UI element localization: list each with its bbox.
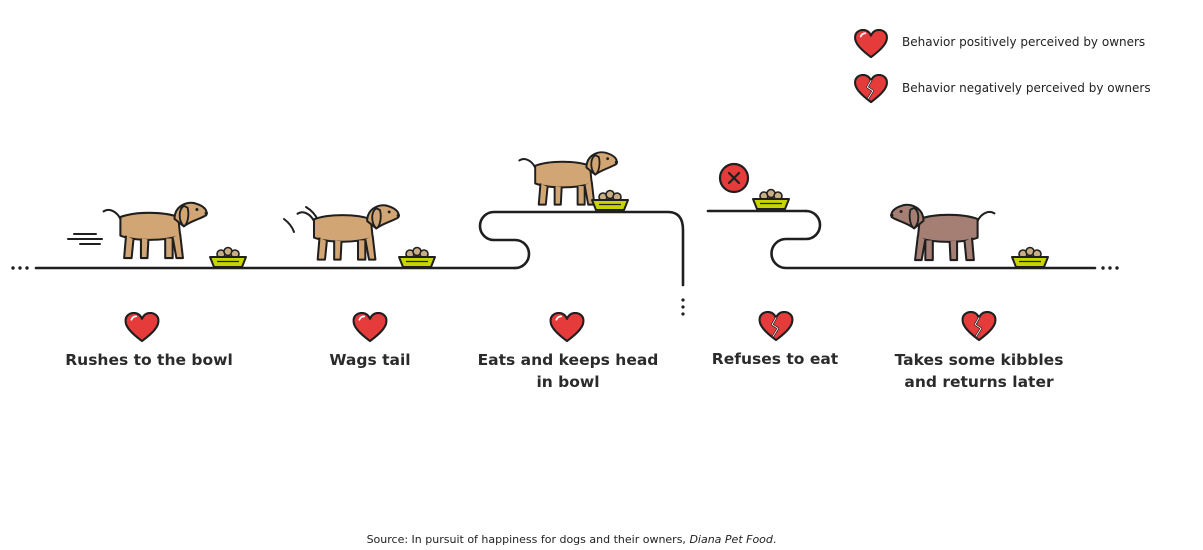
refuse-x-icon <box>718 162 750 194</box>
heart-icon <box>124 312 160 343</box>
legend-broken-heart-icon <box>853 74 889 104</box>
food-bowl-icon-1 <box>209 246 247 268</box>
broken-heart-icon <box>961 311 997 342</box>
source-note: Source: In pursuit of happiness for dogs… <box>0 533 1143 546</box>
speed-lines-icon <box>67 233 103 245</box>
source-publisher: Diana Pet Food <box>689 533 773 546</box>
behavior-label-wags: Wags tail <box>329 351 411 369</box>
behavior-label-refuses: Refuses to eat <box>711 350 839 368</box>
timeline-path <box>34 209 1097 287</box>
food-bowl-icon-2 <box>398 246 436 268</box>
ellipsis-right <box>1101 266 1119 270</box>
behavior-label-eats: Eats and keeps head in bowl <box>477 351 659 391</box>
broken-heart-icon <box>758 311 794 342</box>
food-bowl-icon-3 <box>591 189 629 211</box>
ellipsis-down <box>681 298 685 316</box>
legend-negative: Behavior negatively perceived by owners <box>902 81 1151 95</box>
legend-heart-icon <box>853 29 889 59</box>
source-suffix: . <box>772 533 777 546</box>
behavior-label-rushes: Rushes to the bowl <box>65 351 233 369</box>
legend-positive: Behavior positively perceived by owners <box>902 35 1145 49</box>
dog-icon-returning <box>889 203 996 262</box>
source-prefix: Source: In pursuit of happiness for dogs… <box>366 533 690 546</box>
food-bowl-icon-5 <box>1011 246 1049 268</box>
heart-icon <box>549 312 585 343</box>
legend-positive-label: Behavior positively perceived by owners <box>902 35 1146 49</box>
ellipsis-left <box>11 266 29 270</box>
legend-negative-label: Behavior negatively perceived by owners <box>902 81 1151 95</box>
dog-icon-rushing <box>102 201 209 260</box>
behavior-label-kibbles: Takes some kibbles and returns later <box>894 351 1064 391</box>
food-bowl-icon-4 <box>752 188 790 210</box>
heart-icon <box>352 312 388 343</box>
